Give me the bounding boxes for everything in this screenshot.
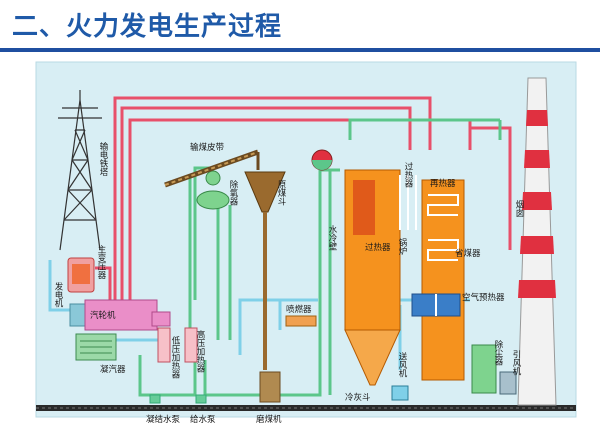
boiler	[344, 169, 401, 386]
label-chimney: 烟囱	[514, 200, 524, 218]
coal-conveyor	[164, 149, 260, 188]
forced-draft-fan	[391, 385, 409, 401]
label-lp-heater: 低压加热器	[170, 335, 180, 379]
label-coal-mill: 磨煤机	[256, 414, 282, 425]
steam-lines	[95, 96, 512, 305]
label-condenser: 凝汽器	[100, 364, 126, 375]
label-dust-collector: 除尘器	[493, 339, 503, 366]
label-transition-superheater: 过热器	[403, 161, 413, 188]
superheater	[399, 175, 417, 230]
steam-drum	[311, 149, 333, 171]
label-tower: 输电铁塔	[98, 141, 108, 177]
label-air-preheater: 空气预热器	[462, 292, 505, 303]
label-ash-hopper: 冷灰斗	[345, 392, 371, 403]
air-preheater	[411, 293, 461, 317]
low-pressure-heater	[157, 327, 171, 363]
pumps	[149, 394, 207, 404]
label-coal-hopper: 原煤斗	[276, 180, 286, 206]
label-main-transformer: 主变压器	[96, 244, 106, 279]
high-pressure-heater	[184, 327, 198, 363]
chimney	[517, 77, 557, 406]
label-feed-pump: 给水泵	[190, 414, 216, 425]
condenser	[75, 333, 117, 361]
label-fd-fan: 送风机	[397, 351, 407, 378]
label-condensate-pump: 凝结水泵	[146, 414, 181, 425]
label-coal-conveyor: 输煤皮带	[190, 142, 225, 153]
title-underline	[0, 48, 600, 52]
coal-hopper	[244, 171, 286, 370]
slide-title: 二、火力发电生产过程	[12, 12, 283, 42]
label-reheater: 再热器	[430, 178, 456, 189]
label-water-wall: 水冷壁	[327, 224, 337, 250]
steam-turbine	[84, 299, 171, 331]
label-turbine: 汽轮机	[90, 310, 116, 321]
label-boiler: 锅炉	[397, 237, 407, 256]
label-superheater: 过热器	[365, 242, 391, 253]
label-deaerator: 除氧器	[228, 179, 238, 206]
burner	[285, 315, 317, 327]
main-transformer	[67, 257, 95, 293]
dust-collector	[471, 344, 497, 394]
label-burner: 喷燃器	[286, 304, 312, 315]
label-economizer: 省煤器	[455, 248, 481, 259]
label-generator: 发电机	[53, 281, 63, 308]
label-hp-heater: 高压加热器	[195, 329, 205, 373]
deaerator	[196, 170, 230, 210]
back-pass	[421, 179, 465, 381]
label-id-fan: 引风机	[511, 350, 521, 376]
induced-draft-fan	[499, 371, 517, 395]
coal-mill	[259, 371, 281, 403]
water-lines	[138, 118, 502, 397]
transmission-tower	[58, 90, 102, 251]
